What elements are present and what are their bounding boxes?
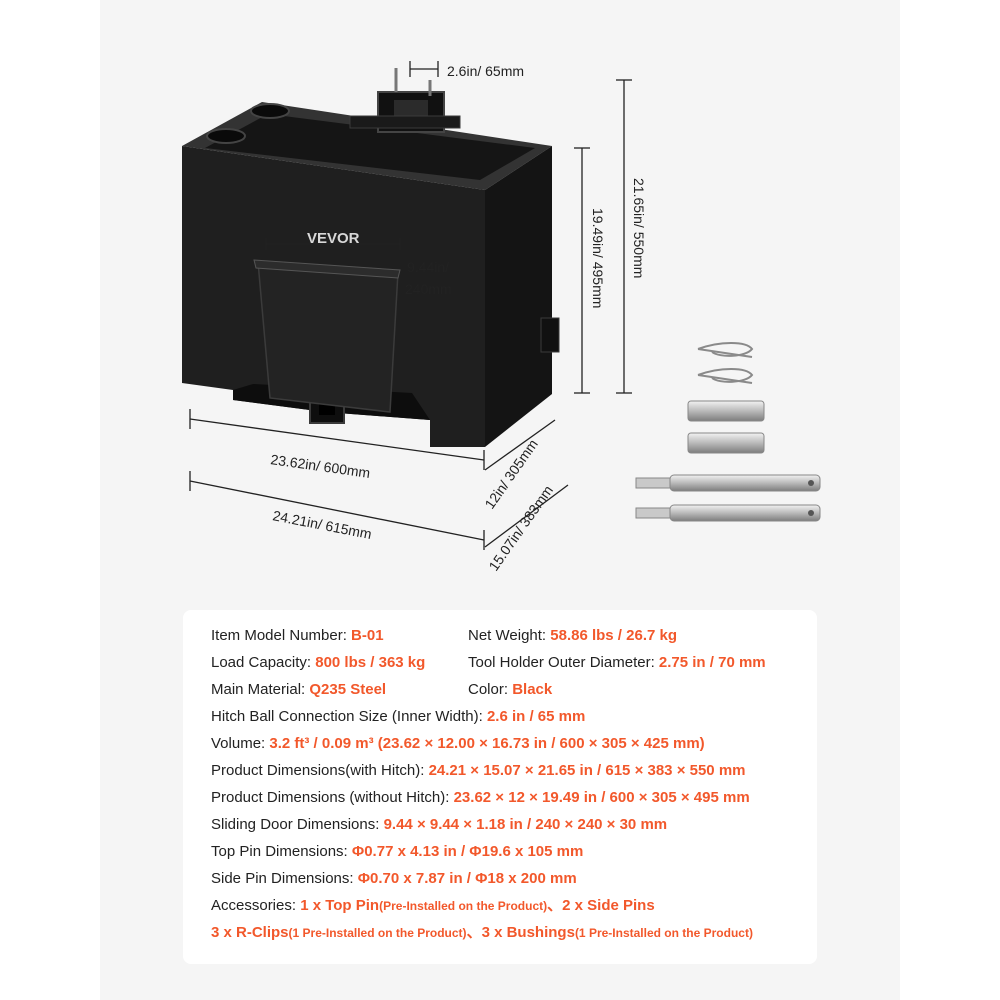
spec-accessories-continued: 3 x R-Clips(1 Pre-Installed on the Produ…: [211, 924, 753, 941]
top-hitch-bracket: [349, 68, 461, 133]
ballast-box: [182, 68, 560, 447]
sliding-door: [257, 261, 399, 413]
side-pin-icon: [635, 504, 821, 522]
width-with-hitch-label: 24.21in/ 615mm: [271, 507, 373, 542]
spec-load-capacity: Load Capacity: 800 lbs / 363 kg: [211, 654, 426, 671]
spec-hitch-ball: Hitch Ball Connection Size (Inner Width)…: [211, 708, 586, 725]
side-bracket: [540, 317, 560, 353]
r-clip-icon: [697, 368, 754, 384]
box-side-face: [485, 146, 552, 447]
door-width-label-line1: 9.44in/: [407, 259, 449, 275]
side-pin-icon: [635, 474, 821, 492]
accessories-illustration: [635, 342, 821, 522]
product-dimension-illustration: VEVOR: [182, 61, 821, 574]
width-without-hitch-label: 23.62in/ 600mm: [270, 451, 372, 481]
tool-holder-right: [250, 103, 290, 119]
height-with-hitch-label: 21.65in/ 550mm: [631, 178, 647, 278]
spec-tool-holder: Tool Holder Outer Diameter: 2.75 in / 70…: [468, 654, 766, 671]
door-width-label-line2: 240mm: [405, 281, 452, 297]
dimension-lines: [189, 61, 632, 550]
spec-net-weight: Net Weight: 58.86 lbs / 26.7 kg: [468, 627, 678, 644]
spec-side-pin: Side Pin Dimensions: Φ0.70 x 7.87 in / Φ…: [211, 870, 577, 887]
spec-accessories: Accessories: 1 x Top Pin(Pre-Installed o…: [211, 897, 655, 914]
bushing-icon: [687, 432, 765, 454]
tool-holder-left: [206, 128, 246, 144]
box-inner-opening: [205, 114, 535, 180]
bushing-icon: [687, 400, 765, 422]
hitch-width-label: 2.6in/ 65mm: [447, 63, 524, 79]
spec-dims-with-hitch: Product Dimensions(with Hitch): 24.21 × …: [211, 762, 746, 779]
spec-color: Color: Black: [468, 681, 553, 698]
spec-model: Item Model Number: B-01: [211, 627, 384, 644]
spec-sliding-door: Sliding Door Dimensions: 9.44 × 9.44 × 1…: [211, 816, 668, 833]
sliding-door-handle: [253, 259, 401, 279]
brand-logo: VEVOR: [307, 230, 360, 247]
spec-volume: Volume: 3.2 ft³ / 0.09 m³ (23.62 × 12.00…: [211, 735, 705, 752]
r-clip-icon: [697, 342, 754, 358]
spec-dims-without-hitch: Product Dimensions (without Hitch): 23.6…: [211, 789, 750, 806]
height-without-hitch-label: 19.49in/ 495mm: [590, 208, 606, 308]
spec-material: Main Material: Q235 Steel: [211, 681, 387, 698]
spec-top-pin: Top Pin Dimensions: Φ0.77 x 4.13 in / Φ1…: [211, 843, 584, 860]
spec-card: Item Model Number: B-01 Net Weight: 58.8…: [183, 610, 817, 964]
